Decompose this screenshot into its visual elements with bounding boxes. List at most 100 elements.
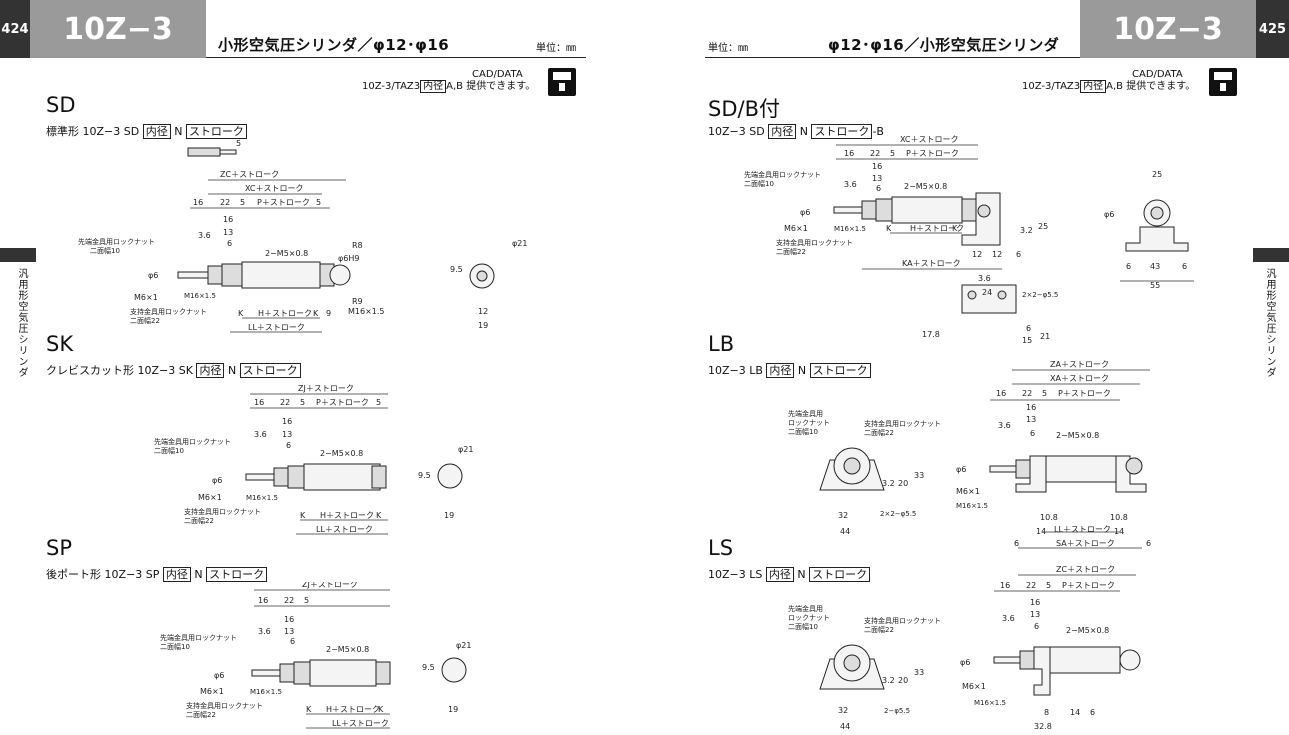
svg-text:3.2: 3.2 <box>1020 226 1033 235</box>
svg-text:H＋ストローク: H＋ストローク <box>320 511 374 520</box>
section-title-sd: SD <box>46 93 76 117</box>
svg-text:H＋ストローク: H＋ストローク <box>910 224 964 233</box>
svg-text:M16×1.5: M16×1.5 <box>956 502 988 510</box>
svg-text:二面幅10: 二面幅10 <box>788 427 818 436</box>
svg-text:9.5: 9.5 <box>422 663 435 672</box>
drawing-sd: 5 ZC＋ストローク XC＋ストローク 16 22 5 P＋ストローク 5 16… <box>78 139 527 333</box>
svg-text:6: 6 <box>1090 708 1095 717</box>
drawing-sp: ZJ＋ストローク 16 22 5 16 13 3.6 6 2−M5×0.8 先端… <box>160 582 471 729</box>
svg-text:K: K <box>313 309 319 318</box>
svg-text:M6×1: M6×1 <box>200 687 224 696</box>
svg-text:P＋ストローク: P＋ストローク <box>906 149 959 158</box>
svg-text:φ6: φ6 <box>214 671 224 680</box>
right-unit: 単位：㎜ <box>708 43 748 54</box>
svg-text:5: 5 <box>376 398 381 407</box>
svg-text:φ6: φ6 <box>800 208 810 217</box>
section-title-sp: SP <box>46 536 72 560</box>
svg-text:16: 16 <box>1030 598 1040 607</box>
svg-text:21: 21 <box>1040 332 1050 341</box>
svg-text:M16×1.5: M16×1.5 <box>184 292 216 300</box>
svg-text:二面幅22: 二面幅22 <box>776 247 806 256</box>
svg-text:6: 6 <box>227 239 232 248</box>
svg-text:22: 22 <box>280 398 290 407</box>
svg-text:5: 5 <box>236 139 241 148</box>
svg-text:2−M5×0.8: 2−M5×0.8 <box>904 182 947 191</box>
svg-text:33: 33 <box>914 471 924 480</box>
svg-text:14: 14 <box>1036 527 1046 536</box>
svg-text:K: K <box>238 309 244 318</box>
svg-text:5: 5 <box>240 198 245 207</box>
svg-text:9.5: 9.5 <box>450 265 463 274</box>
svg-text:6: 6 <box>1182 262 1187 271</box>
svg-text:13: 13 <box>282 430 292 439</box>
svg-text:支持金具用ロックナット: 支持金具用ロックナット <box>130 307 207 316</box>
svg-text:XC＋ストローク: XC＋ストローク <box>245 184 303 193</box>
svg-text:LL＋ストローク: LL＋ストローク <box>316 525 373 534</box>
svg-text:LL＋ストローク: LL＋ストローク <box>248 323 305 332</box>
left-page-number: 424 <box>0 0 30 58</box>
right-side-label: 汎用形空気圧シリンダ <box>1264 268 1275 378</box>
svg-text:6: 6 <box>1146 539 1151 548</box>
svg-text:3.2: 3.2 <box>882 479 895 488</box>
svg-text:ZC＋ストローク: ZC＋ストローク <box>220 170 279 179</box>
section-title-sk: SK <box>46 332 74 356</box>
svg-text:先端金具用ロックナット: 先端金具用ロックナット <box>154 437 231 446</box>
svg-text:6: 6 <box>1126 262 1131 271</box>
svg-text:φ21: φ21 <box>512 239 527 248</box>
svg-text:2×2−φ5.5: 2×2−φ5.5 <box>880 510 916 518</box>
svg-text:先端金具用: 先端金具用 <box>788 409 823 418</box>
svg-text:SA＋ストローク: SA＋ストローク <box>1056 539 1115 548</box>
svg-text:2×2−φ5.5: 2×2−φ5.5 <box>1022 291 1058 299</box>
svg-text:14: 14 <box>1114 527 1124 536</box>
svg-text:16: 16 <box>284 615 294 624</box>
svg-text:支持金具用ロックナット: 支持金具用ロックナット <box>186 701 263 710</box>
svg-text:K: K <box>378 705 384 714</box>
svg-text:K: K <box>306 705 312 714</box>
svg-text:KA＋ストローク: KA＋ストローク <box>902 259 961 268</box>
svg-text:44: 44 <box>840 722 850 731</box>
svg-text:16: 16 <box>872 162 882 171</box>
svg-text:5: 5 <box>300 398 305 407</box>
svg-text:M6×1: M6×1 <box>198 493 222 502</box>
svg-text:M16×1.5: M16×1.5 <box>246 494 278 502</box>
section-model-sk: クレビスカット形 10Z−3 SK 内径 N ストローク <box>46 362 301 378</box>
svg-text:2−M5×0.8: 2−M5×0.8 <box>265 249 308 258</box>
svg-text:3.6: 3.6 <box>844 180 857 189</box>
svg-text:二面幅10: 二面幅10 <box>788 622 818 631</box>
svg-text:9.5: 9.5 <box>418 471 431 480</box>
svg-text:3.6: 3.6 <box>978 274 991 283</box>
right-page-title: φ12･φ16／小形空気圧シリンダ <box>828 36 1060 54</box>
svg-text:ZC＋ストローク: ZC＋ストローク <box>1056 565 1115 574</box>
svg-text:φ6: φ6 <box>212 476 222 485</box>
svg-text:3.6: 3.6 <box>198 231 211 240</box>
svg-text:LL＋ストローク: LL＋ストローク <box>1054 525 1111 534</box>
svg-text:M16×1.5: M16×1.5 <box>974 699 1006 707</box>
drawing-sk: ZJ＋ストローク 16 22 5 P＋ストローク 5 16 13 3.6 6 2… <box>154 384 473 535</box>
svg-text:3.6: 3.6 <box>254 430 267 439</box>
svg-text:φ6: φ6 <box>956 465 966 474</box>
svg-text:5: 5 <box>304 596 309 605</box>
left-side-tab <box>0 248 36 262</box>
svg-text:支持金具用ロックナット: 支持金具用ロックナット <box>864 419 941 428</box>
svg-text:二面幅10: 二面幅10 <box>744 179 774 188</box>
svg-text:12: 12 <box>992 250 1002 259</box>
section-model-sdb: 10Z−3 SD 内径 N ストローク-B <box>708 124 884 139</box>
right-page-number: 425 <box>1256 0 1289 58</box>
svg-text:ロックナット: ロックナット <box>788 614 830 622</box>
svg-text:ロックナット: ロックナット <box>788 419 830 427</box>
svg-text:M16×1.5: M16×1.5 <box>834 225 866 233</box>
svg-text:19: 19 <box>448 705 458 714</box>
svg-text:9: 9 <box>326 309 331 318</box>
svg-text:二面幅22: 二面幅22 <box>864 428 894 437</box>
svg-text:16: 16 <box>844 149 854 158</box>
svg-text:6: 6 <box>1014 539 1019 548</box>
svg-text:6: 6 <box>1026 324 1031 333</box>
svg-text:3.6: 3.6 <box>1002 614 1015 623</box>
svg-text:5: 5 <box>316 198 321 207</box>
svg-text:16: 16 <box>1000 581 1010 590</box>
section-title-lb: LB <box>708 332 735 356</box>
left-header-rule <box>206 57 586 58</box>
section-title-sdb: SD/B付 <box>708 97 780 121</box>
svg-text:5: 5 <box>1042 389 1047 398</box>
